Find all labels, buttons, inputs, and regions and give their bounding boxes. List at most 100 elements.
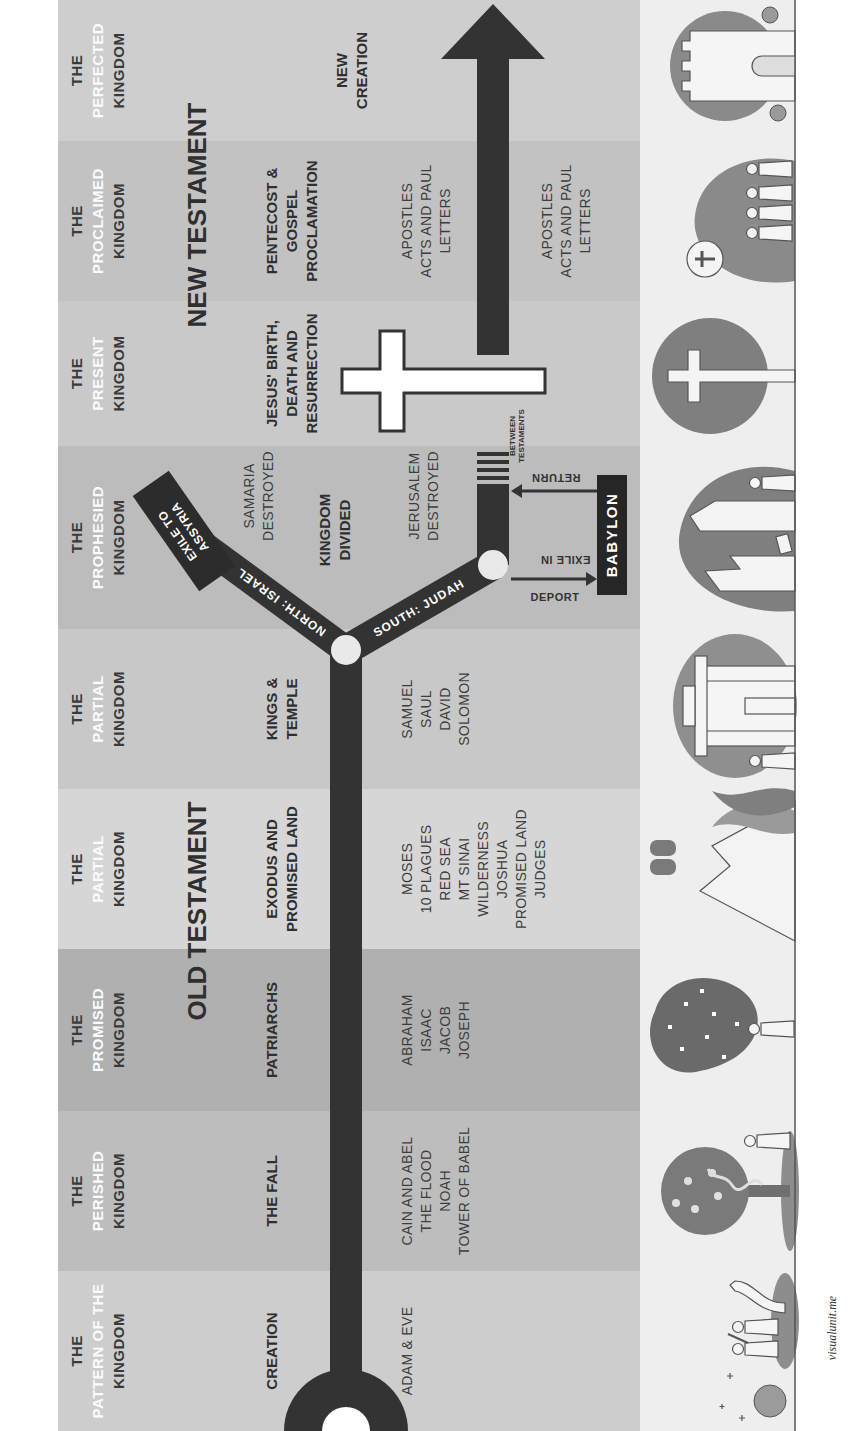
arrow-label: DEPORT <box>520 591 590 604</box>
text-group: THEPRESENTKINGDOM <box>66 299 129 449</box>
text-group: THEPERISHEDKINGDOM <box>66 1116 129 1266</box>
event-item: THE FLOOD <box>417 1116 436 1266</box>
kingdom-heading: PROMISED <box>87 955 108 1105</box>
watermark: visualunit.me <box>825 1268 839 1388</box>
era-title: NEW CREATION <box>332 21 372 121</box>
kingdom-heading: THE <box>66 463 87 613</box>
text-group: THEPARTIALKINGDOM <box>66 634 129 784</box>
testament-heading: OLD TESTAMENT <box>182 751 212 1071</box>
place-label: BABYLON <box>603 475 621 595</box>
kingdom-heading: THE <box>66 0 87 146</box>
text-group: THEPROMISEDKINGDOM <box>66 955 129 1105</box>
text-group: SAMARIA DESTROYED <box>240 441 278 551</box>
text-group: NEW CREATION <box>332 21 372 121</box>
text-group: APOSTLESACTS AND PAUL LETTERS <box>538 156 595 286</box>
kingdom-heading: KINGDOM <box>108 299 129 449</box>
event-item: SAMUEL <box>398 634 417 784</box>
kingdom-heading: THE <box>66 634 87 784</box>
text-group: ADAM & EVE <box>398 1276 417 1426</box>
exile-label: EXILE TO ASSYRIA <box>141 478 228 584</box>
text-group: CAIN AND ABELTHE FLOODNOAHTOWER OF BABEL <box>398 1116 474 1266</box>
era-title: KINGS & TEMPLE <box>262 659 302 759</box>
kingdom-heading: KINGDOM <box>108 794 129 944</box>
kingdom-heading: PATTERN OF THE <box>87 1276 108 1426</box>
text-group: APOSTLESACTS AND PAUL LETTERS <box>398 156 455 286</box>
kingdom-column: THEPROCLAIMEDKINGDOM PENTECOST & GOSPEL P… <box>58 141 640 301</box>
event-item: ACTS AND PAUL LETTERS <box>557 156 595 286</box>
kingdom-heading: KINGDOM <box>108 955 129 1105</box>
kingdom-heading: THE <box>66 955 87 1105</box>
kingdom-heading: THE <box>66 299 87 449</box>
event-item: APOSTLES <box>398 156 417 286</box>
text-group: ABRAHAMISAACJACOBJOSEPH <box>398 955 474 1105</box>
event-item: SAUL <box>417 634 436 784</box>
event-item: DAVID <box>436 634 455 784</box>
event-item: MT SINAI <box>455 794 474 944</box>
text-group: EXILE TO ASSYRIA <box>141 478 228 584</box>
event-item: JOSEPH <box>455 955 474 1105</box>
kingdom-heading: KINGDOM <box>108 463 129 613</box>
text-group: PATRIARCHS <box>262 960 282 1100</box>
text-group: EXILE IN <box>536 553 596 566</box>
event-item: 10 PLAGUES <box>417 794 436 944</box>
event-item: NOAH <box>436 1116 455 1266</box>
event-item: ADAM & EVE <box>398 1276 417 1426</box>
text-group: THEPATTERN OF THEKINGDOM <box>66 1276 129 1426</box>
event-item: ISAAC <box>417 955 436 1105</box>
text-group: KINGDOM DIVIDED <box>315 475 355 585</box>
era-title: JESUS' BIRTH, DEATH AND RESURRECTION <box>262 304 322 444</box>
exile-heading: EXILE IN <box>536 553 596 566</box>
era-title: KINGDOM DIVIDED <box>315 475 355 585</box>
kingdom-column: THEPERISHEDKINGDOM THE FALL CAIN AND ABELT… <box>58 1111 640 1271</box>
text-group: BABYLON <box>603 475 621 595</box>
text-group: JERUSALEM DESTROYED <box>405 441 443 551</box>
arrow-label: RETURN <box>521 471 591 484</box>
kingdom-column: THEPARTIALKINGDOM EXODUS AND PROMISED LAN… <box>58 789 640 949</box>
kingdom-heading: PERISHED <box>87 1116 108 1266</box>
event-item: SAMARIA DESTROYED <box>240 441 278 551</box>
kingdom-column: THEPATTERN OF THEKINGDOM CREATION ADAM & E… <box>58 1271 640 1431</box>
event-item: JUDGES <box>531 794 550 944</box>
branch-label: SOUTH: JUDAH <box>359 569 479 646</box>
text-group: THEPERFECTEDKINGDOM <box>66 0 129 146</box>
text-group: THE FALL <box>262 1121 282 1261</box>
era-title: PATRIARCHS <box>262 960 282 1100</box>
kingdom-heading: PERFECTED <box>87 0 108 146</box>
kingdom-column: THEPERFECTEDKINGDOMNEW CREATION <box>58 0 640 141</box>
event-item: ACTS AND PAUL LETTERS <box>417 156 455 286</box>
text-group: PENTECOST & GOSPEL PROCLAMATION <box>262 151 322 291</box>
event-item: JERUSALEM DESTROYED <box>405 441 443 551</box>
event-item: JOSHUA <box>493 794 512 944</box>
text-group: SAMUELSAULDAVIDSOLOMON <box>398 634 474 784</box>
event-item: APOSTLES <box>538 156 557 286</box>
kingdom-column: THEPRESENTKINGDOM JESUS' BIRTH, DEATH AND… <box>58 301 640 446</box>
testament-heading: NEW TESTAMENT <box>182 55 212 375</box>
babylon-box: EXILE INBABYLON <box>597 475 627 595</box>
text-group: THEPROCLAIMEDKINGDOM <box>66 146 129 296</box>
exile-sign: EXILE TO ASSYRIA <box>133 471 236 591</box>
kingdom-heading: KINGDOM <box>108 634 129 784</box>
kingdom-heading: PARTIAL <box>87 794 108 944</box>
event-item: WILDERNESS <box>474 794 493 944</box>
kingdom-heading: THE <box>66 146 87 296</box>
kingdom-heading: PARTIAL <box>87 634 108 784</box>
kingdom-heading: KINGDOM <box>108 0 129 146</box>
text-group: JESUS' BIRTH, DEATH AND RESURRECTION <box>262 304 322 444</box>
kingdom-heading: KINGDOM <box>108 1276 129 1426</box>
era-title: THE FALL <box>262 1121 282 1261</box>
event-item: MOSES <box>398 794 417 944</box>
text-group: MOSES10 PLAGUESRED SEAMT SINAIWILDERNESS… <box>398 794 550 944</box>
kingdom-heading: THE <box>66 1276 87 1426</box>
kingdom-heading: PROCLAIMED <box>87 146 108 296</box>
kingdom-column: THEPROPHESIEDKINGDOMSAMARIA DESTROYEDKIN… <box>58 446 640 629</box>
era-title: CREATION <box>262 1281 282 1421</box>
period-note: BETWEEN TESTAMENTS <box>508 406 526 466</box>
kingdom-column: THEPARTIALKINGDOM KINGS & TEMPLE SAMUELSAU… <box>58 629 640 789</box>
era-title: EXODUS AND PROMISED LAND <box>262 797 302 942</box>
event-item: RED SEA <box>436 794 455 944</box>
kingdom-heading: KINGDOM <box>108 1116 129 1266</box>
text-group: THEPARTIALKINGDOM <box>66 794 129 944</box>
kingdom-column: THEPROMISEDKINGDOM PATRIARCHS ABRAHAMISAAC… <box>58 949 640 1111</box>
